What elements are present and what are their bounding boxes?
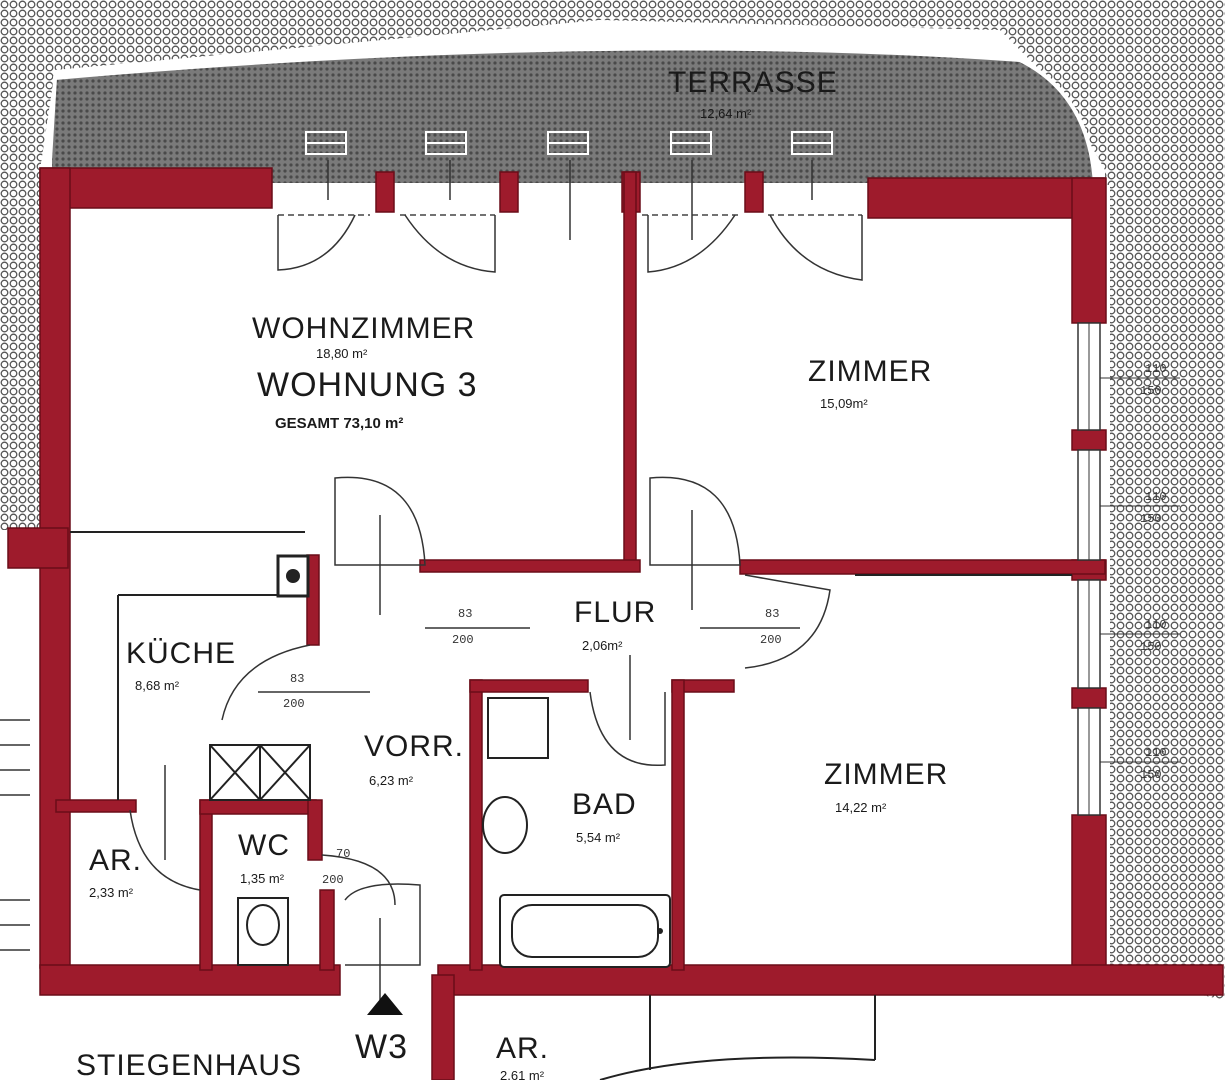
ground-right-strip [1110,320,1225,1000]
wohnung-total: GESAMT 73,10 m² [275,415,403,432]
ground-area [0,0,1225,1000]
entrance-arrow-icon [367,993,403,1015]
bad-area: 5,54 m² [576,830,621,845]
lower-storeroom [599,995,876,1080]
door-dim-w: 83 [458,607,472,621]
door-dim-h: 200 [452,633,474,647]
window-dim-w: 110 [1145,362,1167,376]
flur-area: 2,06m² [582,638,623,653]
zimmer2-area: 14,22 m² [835,800,887,815]
window-dim-h: 150 [1140,640,1162,654]
vorr-label: VORR. [364,730,464,763]
toilet [237,897,289,966]
kueche-label: KÜCHE [126,637,236,670]
interior-doors [129,476,831,1000]
stiegenhaus-label: STIEGENHAUS [76,1049,302,1080]
window-dim-w: 110 [1145,618,1167,632]
door-dim-w: 83 [290,672,304,686]
window-dim-w: 110 [1145,746,1167,760]
ar2-area: 2,61 m² [500,1068,545,1080]
vorr-area: 6,23 m² [369,773,414,788]
terrace-label: TERRASSE [668,66,838,99]
windows-right [1077,322,1180,816]
stairs-left [0,719,30,951]
zimmer2-label: ZIMMER [824,758,948,791]
walls [7,167,1224,1080]
kueche-area: 8,68 m² [135,678,180,693]
door-dim-h: 200 [322,873,344,887]
door-dim-w: 83 [765,607,779,621]
apartment-floor [40,185,1110,975]
terrace-door-symbols [305,131,833,155]
ground-left-strip [0,0,40,530]
zimmer1-area: 15,09m² [820,396,868,411]
wc-label: WC [238,829,290,862]
door-dim-h: 200 [283,697,305,711]
terrace-doors [277,160,863,281]
bad-label: BAD [572,788,637,821]
partitions [70,531,1072,800]
entrance-label: W3 [355,1028,408,1066]
kitchen-cabinets [209,744,311,801]
bathroom-fixtures [482,697,671,968]
ar1-area: 2,33 m² [89,885,134,900]
wohnzimmer-area: 18,80 m² [316,346,368,361]
window-dim-h: 150 [1140,768,1162,782]
door-dim-w: 70 [336,847,350,861]
ar2-label: AR. [496,1032,549,1065]
terrace [48,46,1098,187]
flur-label: FLUR [574,596,656,629]
door-dim-h: 200 [760,633,782,647]
zimmer1-label: ZIMMER [808,355,932,388]
window-dim-h: 150 [1140,512,1162,526]
ar1-label: AR. [89,844,142,877]
wohnung-label: WOHNUNG 3 [257,366,478,404]
terrace-area: 12,64 m² [700,106,752,121]
wohnzimmer-label: WOHNZIMMER [252,312,475,345]
chimney [276,554,310,598]
window-dim-w: 110 [1145,490,1167,504]
wc-area: 1,35 m² [240,871,285,886]
window-dim-h: 150 [1140,384,1162,398]
